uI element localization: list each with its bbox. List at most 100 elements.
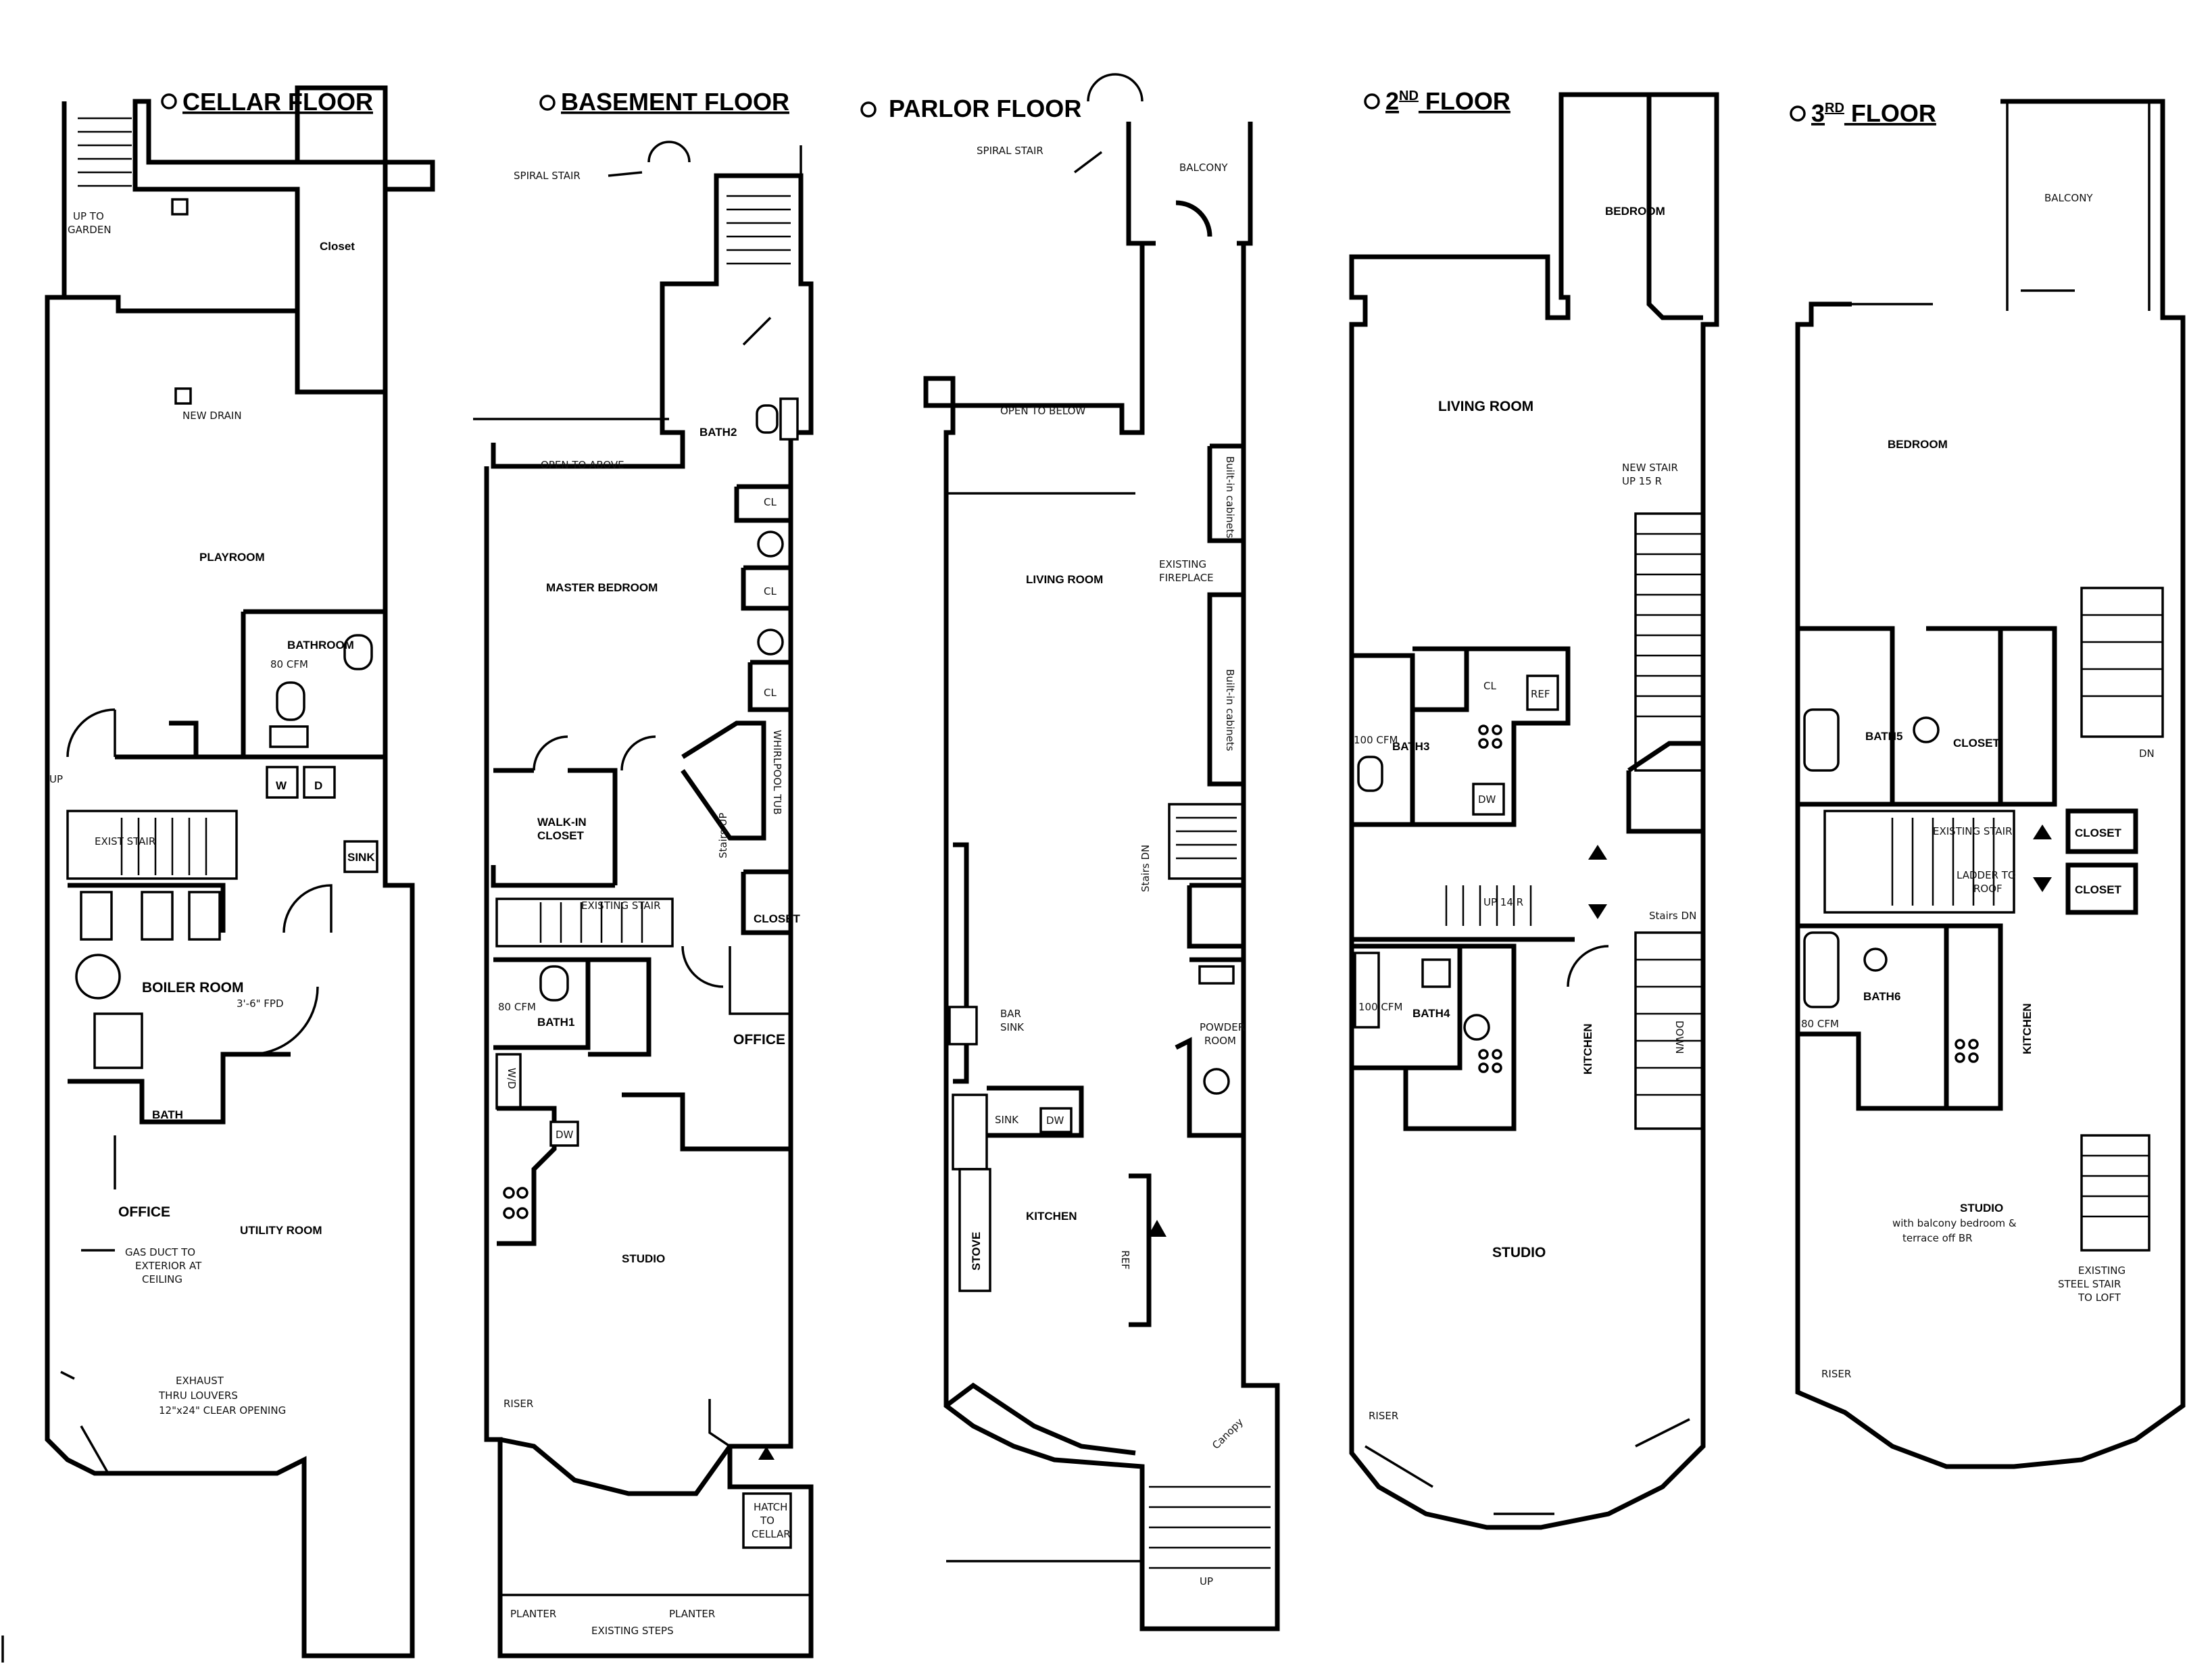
cellar-garden-label: GARDEN: [68, 224, 112, 236]
parlor-fireplace-label-1: EXISTING: [1159, 558, 1206, 570]
cellar-new-drain-label: NEW DRAIN: [182, 410, 242, 422]
cellar-floor-title: CELLAR FLOOR: [182, 88, 373, 116]
parlor-stove-label: STOVE: [970, 1232, 983, 1271]
basement-dw-label: DW: [556, 1129, 574, 1141]
cellar-playroom-label: PLAYROOM: [199, 551, 265, 564]
parlor-outline: [923, 122, 1280, 1631]
basement-outline: [484, 173, 814, 1658]
third-steel-stair-label-1: EXISTING: [2078, 1264, 2125, 1277]
basement-walk-in-closet-label: CLOSET: [537, 829, 585, 842]
parlor-floor-plan: PARLOR FLOOR BALCONY SPIRAL STAIR OPEN T…: [860, 73, 1280, 1631]
second-up-14r-label: UP 14 R: [1483, 896, 1523, 908]
cellar-outline: [45, 85, 415, 1658]
basement-closet-label: CLOSET: [754, 912, 801, 925]
basement-office-label: OFFICE: [733, 1032, 785, 1048]
third-studio-sub-1: with balcony bedroom &: [1892, 1217, 2017, 1229]
third-closet-2-label: CLOSET: [2075, 827, 2122, 839]
cellar-gas-note-3: CEILING: [142, 1273, 182, 1285]
basement-master-bedroom-label: MASTER BEDROOM: [546, 581, 658, 594]
cellar-sink-label: SINK: [347, 851, 375, 864]
second-bath3-cfm-label: 100 CFM: [1354, 734, 1398, 746]
cellar-floor-plan: CELLAR FLOOR UP TO GARDEN Closet NEW DRA…: [45, 85, 435, 1658]
cellar-bath-cfm-label: 80 CFM: [270, 658, 308, 670]
third-ladder-label: LADDER TO: [1957, 869, 2016, 881]
basement-existing-stair-label: EXISTING STAIR: [581, 900, 661, 912]
second-bath4-label: BATH4: [1412, 1007, 1450, 1020]
cellar-dryer-label: D: [314, 779, 322, 792]
cellar-exhaust-note-2: THRU LOUVERS: [158, 1390, 238, 1402]
third-existing-stair-label: EXISTING STAIR: [1933, 825, 2013, 837]
basement-spiral-stair-label: SPIRAL STAIR: [514, 170, 581, 182]
parlor-bar-sink-label: SINK: [1000, 1021, 1025, 1033]
parlor-floor-title: PARLOR FLOOR: [889, 95, 1081, 122]
parlor-powder-label-1: POWDER: [1200, 1021, 1245, 1033]
cellar-washer-label: W: [276, 779, 287, 792]
cellar-closet-label: Closet: [320, 240, 355, 253]
cellar-exhaust-note-1: EXHAUST: [176, 1375, 224, 1387]
parlor-living-room-label: LIVING ROOM: [1026, 573, 1103, 586]
cellar-bath-label: BATH: [152, 1108, 183, 1121]
cellar-garden-stair: [78, 117, 132, 187]
cellar-utility-room-label: UTILITY ROOM: [240, 1224, 322, 1237]
third-dn-label: DN: [2139, 747, 2155, 760]
third-outline: [1795, 99, 2186, 1469]
third-bath5-label: BATH5: [1865, 730, 1902, 743]
basement-closet-1-label: CL: [764, 496, 777, 508]
parlor-open-to-below-label: OPEN TO BELOW: [1000, 405, 1085, 417]
second-stairs-dn-label: Stairs DN: [1649, 910, 1696, 922]
basement-hatch-label-2: TO: [760, 1515, 775, 1527]
parlor-fireplace-label-2: FIREPLACE: [1159, 572, 1214, 584]
second-riser-label: RISER: [1369, 1410, 1398, 1422]
third-floor-title: 3RD FLOOR: [1811, 99, 1936, 127]
cellar-exhaust-note-3: 12"x24" CLEAR OPENING: [159, 1404, 286, 1417]
third-kitchen-label: KITCHEN: [2021, 1003, 2034, 1054]
parlor-ref-label: REF: [1119, 1250, 1131, 1270]
second-floor-title: 2ND FLOOR: [1385, 87, 1510, 115]
third-bedroom-label: BEDROOM: [1888, 438, 1948, 451]
second-kitchen-label: KITCHEN: [1581, 1023, 1594, 1075]
basement-floor-title: BASEMENT FLOOR: [561, 88, 789, 116]
second-studio-label: STUDIO: [1492, 1245, 1546, 1260]
parlor-bar-label: BAR: [1000, 1008, 1021, 1020]
second-bedroom-label: BEDROOM: [1605, 205, 1665, 218]
parlor-powder-label-2: ROOM: [1204, 1035, 1236, 1047]
basement-open-to-above-label: OPEN TO ABOVE: [541, 459, 624, 471]
third-bath6-cfm-label: 80 CFM: [1801, 1018, 1839, 1030]
parlor-up-label: UP: [1200, 1575, 1213, 1588]
basement-planter-1-label: PLANTER: [510, 1608, 556, 1620]
basement-bath2-label: BATH2: [699, 426, 737, 439]
cellar-up-to-label: UP TO: [73, 210, 104, 222]
basement-hatch-label-1: HATCH: [754, 1501, 787, 1513]
parlor-sink-label: SINK: [995, 1114, 1019, 1126]
third-steel-stair-label-3: TO LOFT: [2078, 1292, 2121, 1304]
third-riser-label: RISER: [1821, 1368, 1851, 1380]
basement-studio-label: STUDIO: [622, 1252, 665, 1265]
cellar-office-label: OFFICE: [118, 1204, 170, 1220]
second-new-stair-label: NEW STAIR: [1622, 462, 1678, 474]
basement-closet-2-label: CL: [764, 585, 777, 597]
basement-stairs-up-label: Stairs UP: [717, 812, 729, 858]
second-floor-plan: 2ND FLOOR BEDROOM LIVING ROOM NEW STAIR …: [1349, 87, 1719, 1530]
second-living-room-label: LIVING ROOM: [1438, 399, 1533, 414]
parlor-spiral-stair-label: SPIRAL STAIR: [977, 145, 1043, 157]
basement-whirlpool-label: WHIRLPOOL TUB: [771, 730, 783, 815]
second-ref-label: REF: [1531, 688, 1550, 700]
third-ladder-roof-label: ROOF: [1973, 883, 2002, 895]
third-balcony-label: BALCONY: [2044, 192, 2093, 204]
cellar-bathroom-label: BATHROOM: [287, 639, 354, 651]
third-steel-stair-label-2: STEEL STAIR: [2058, 1278, 2121, 1290]
basement-bath-cfm-label: 80 CFM: [498, 1001, 536, 1013]
basement-existing-steps-label: EXISTING STEPS: [591, 1625, 674, 1637]
cellar-boiler-room-label: BOILER ROOM: [142, 980, 244, 995]
third-bath6-label: BATH6: [1863, 990, 1900, 1003]
basement-riser-label: RISER: [503, 1398, 533, 1410]
cellar-door-note: 3'-6" FPD: [237, 998, 284, 1010]
second-bath3-label: BATH3: [1392, 740, 1429, 753]
cellar-gas-note-1: GAS DUCT TO: [125, 1246, 195, 1258]
parlor-built-in-2-label: Built-in cabinets: [1224, 669, 1236, 752]
parlor-kitchen-label: KITCHEN: [1026, 1210, 1077, 1223]
cellar-gas-note-2: EXTERIOR AT: [135, 1260, 202, 1272]
third-closet-label: CLOSET: [1953, 737, 2000, 749]
basement-closet-3-label: CL: [764, 687, 777, 699]
parlor-balcony-label: BALCONY: [1179, 162, 1228, 174]
